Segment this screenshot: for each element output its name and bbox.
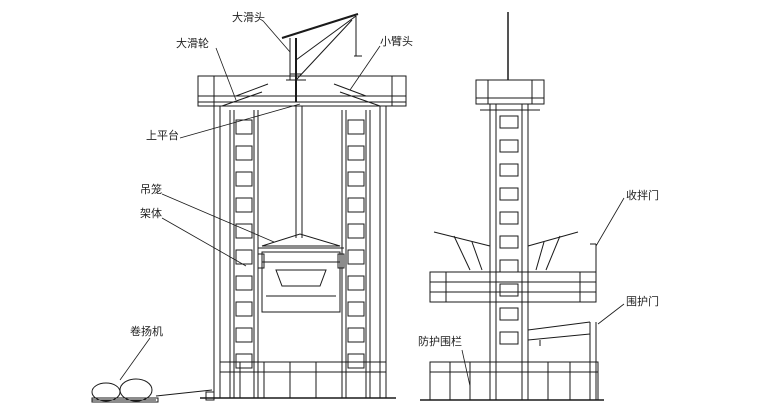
label-guard-rail: 防护围栏 xyxy=(418,335,462,348)
label-pulley: 大滑轮 xyxy=(176,37,209,50)
label-big-hoist-head: 大滑头 xyxy=(232,11,265,24)
winch xyxy=(91,378,215,403)
crane-jib xyxy=(281,13,362,102)
front-elevation xyxy=(91,13,407,403)
label-car-frame: 吊笼 xyxy=(140,183,162,196)
label-top-platform: 上平台 xyxy=(146,129,179,142)
label-frame: 架体 xyxy=(140,207,162,220)
label-small-hoist-head: 小臂头 xyxy=(380,35,413,48)
right-column xyxy=(341,110,371,398)
leader-lines-right xyxy=(461,197,625,387)
left-column xyxy=(229,110,259,398)
label-fence-door: 围护门 xyxy=(626,295,659,308)
label-folding-door: 收拌门 xyxy=(626,189,659,202)
guard-fence xyxy=(429,322,599,401)
label-winch: 卷扬机 xyxy=(130,325,163,338)
side-elevation xyxy=(420,12,625,401)
folding-doors xyxy=(433,231,579,271)
hoist-car xyxy=(257,233,345,313)
car-body xyxy=(261,251,341,313)
leader-lines-left xyxy=(119,21,381,381)
